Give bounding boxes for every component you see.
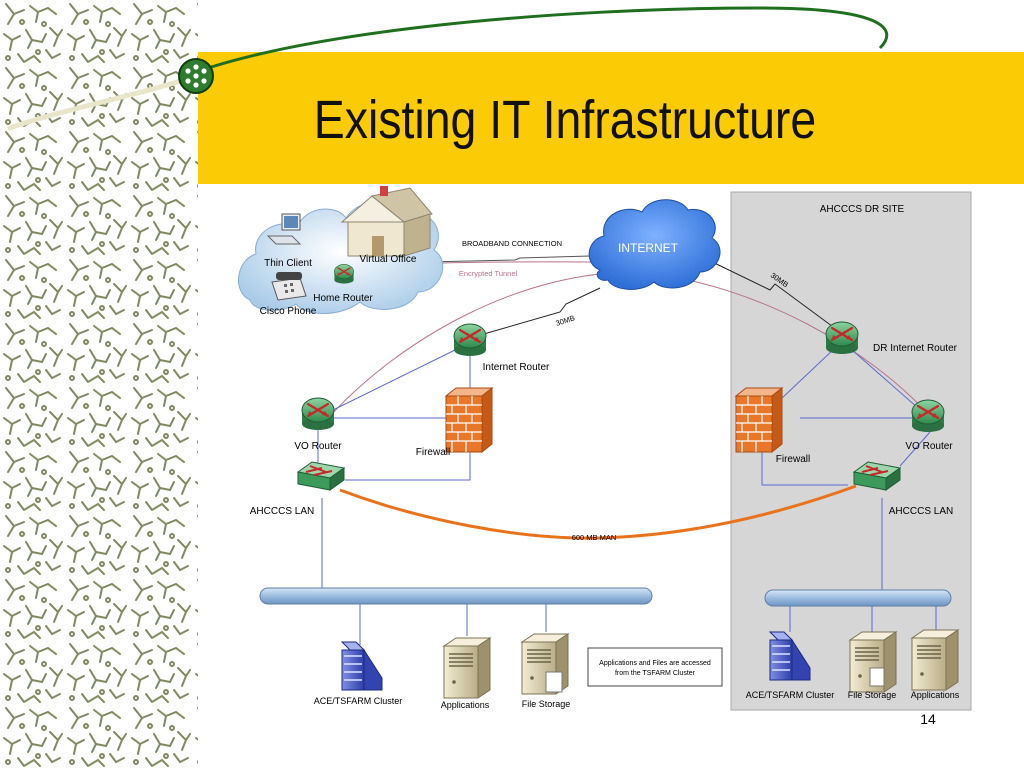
file-storage-dr-label: File Storage bbox=[848, 690, 897, 700]
cisco-phone-icon bbox=[271, 272, 307, 301]
cisco-phone-label: Cisco Phone bbox=[260, 306, 317, 317]
internet-label: INTERNET bbox=[618, 241, 679, 255]
firewall-main-icon bbox=[445, 387, 493, 453]
lan-dr-label: AHCCCS LAN bbox=[889, 506, 953, 517]
firewall-dr-icon bbox=[735, 387, 783, 453]
broadband-label: BROADBAND CONNECTION bbox=[462, 239, 562, 248]
man-link bbox=[339, 484, 857, 540]
applications-server-main-icon bbox=[443, 637, 491, 699]
vo-router-main-icon bbox=[300, 396, 336, 432]
home-router-label: Home Router bbox=[313, 293, 373, 304]
page-number: 14 bbox=[920, 711, 936, 727]
title-band bbox=[198, 52, 1024, 184]
swoosh-tail bbox=[7, 73, 199, 131]
internet-router-icon bbox=[452, 322, 488, 358]
cluster-main-label: ACE/TSFARM Cluster bbox=[314, 696, 403, 706]
thin-client-label: Thin Client bbox=[264, 258, 312, 269]
cluster-dr-label: ACE/TSFARM Cluster bbox=[746, 690, 835, 700]
tunnel-line-vo-main bbox=[329, 271, 641, 417]
vo-router-main-label: VO Router bbox=[294, 441, 342, 452]
cluster-main-icon bbox=[341, 641, 383, 691]
lan-switch-main-icon bbox=[297, 461, 345, 491]
wan-30mb-dr bbox=[699, 255, 841, 333]
slide-title: Existing IT Infrastructure bbox=[314, 89, 816, 150]
file-storage-main-label: File Storage bbox=[522, 699, 571, 709]
firewall-main-label: Firewall bbox=[416, 447, 450, 458]
man-label: 600 MB MAN bbox=[572, 533, 617, 542]
vo-router-dr-label: VO Router bbox=[905, 441, 953, 452]
wan-30mb-main-label: 30MB bbox=[555, 313, 576, 328]
thin-client-icon bbox=[266, 213, 302, 245]
internet-cloud bbox=[588, 199, 721, 290]
wan-30mb-main bbox=[469, 287, 601, 339]
home-router-icon bbox=[333, 263, 355, 285]
applications-server-dr-icon bbox=[911, 629, 959, 691]
applications-main-label: Applications bbox=[441, 700, 490, 710]
decorative-sidebar-pattern bbox=[0, 0, 198, 768]
applications-dr-label: Applications bbox=[911, 690, 960, 700]
dr-site-title: AHCCCS DR SITE bbox=[820, 204, 905, 215]
encrypted-tunnel-label: Encrypted Tunnel bbox=[459, 269, 518, 278]
file-storage-main-doc-icon bbox=[545, 671, 563, 693]
lan-bus-main bbox=[259, 587, 653, 605]
lan-main-label: AHCCCS LAN bbox=[250, 506, 314, 517]
note-line-2: from the TSFARM Cluster bbox=[615, 670, 696, 677]
note-line-1: Applications and Files are accessed bbox=[599, 660, 711, 667]
internet-router-label: Internet Router bbox=[483, 362, 550, 373]
lan-bus-dr bbox=[764, 589, 952, 607]
firewall-dr-label: Firewall bbox=[776, 454, 810, 465]
file-storage-dr-doc-icon bbox=[869, 667, 885, 687]
dr-internet-router-label: DR Internet Router bbox=[873, 343, 958, 354]
globe-icon bbox=[178, 58, 214, 94]
title-swoosh-line bbox=[179, 6, 889, 80]
vo-router-dr-icon bbox=[910, 398, 946, 434]
dr-internet-router-icon bbox=[824, 320, 860, 356]
note-box bbox=[587, 647, 723, 687]
virtual-office-label: Virtual Office bbox=[360, 254, 417, 265]
virtual-office-house-icon bbox=[340, 186, 433, 257]
